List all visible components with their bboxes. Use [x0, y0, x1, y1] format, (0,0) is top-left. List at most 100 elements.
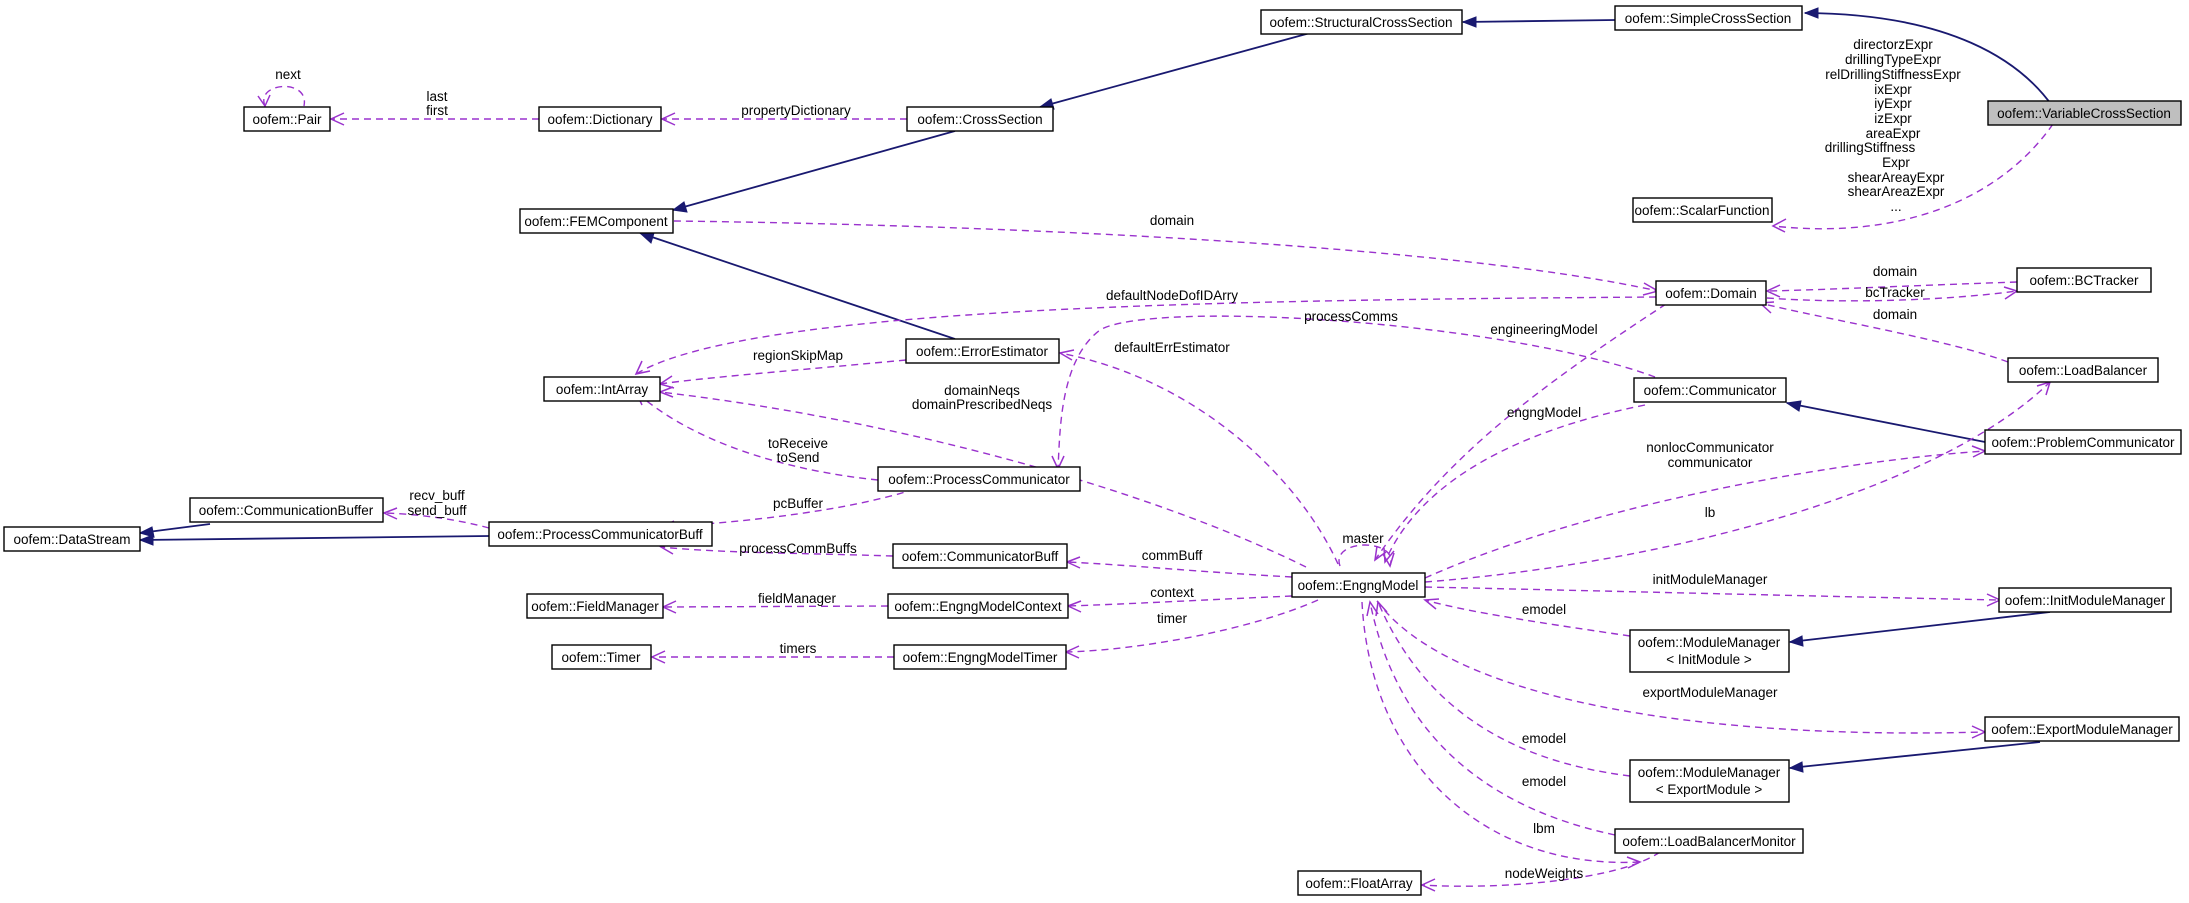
- label-comm-buff: commBuff: [1142, 548, 1203, 563]
- label-ellipsis: ...: [1890, 199, 1901, 214]
- node-process-communicator[interactable]: oofem::ProcessCommunicator: [877, 466, 1081, 492]
- edge-engng-model-to-communicator-buff: [1066, 561, 1293, 578]
- node-error-estimator[interactable]: oofem::ErrorEstimator: [905, 338, 1060, 364]
- label-pc-buffer: pcBuffer: [773, 496, 824, 511]
- arrowhead-domain-2: [1765, 284, 1781, 298]
- node-label: oofem::FEMComponent: [524, 214, 668, 229]
- edge-engng-model-to-load-balancer-monitor: [1361, 601, 1641, 864]
- label-iz-expr: izExpr: [1874, 111, 1912, 126]
- edge-variable-to-simple-cross-section: [1804, 12, 2054, 108]
- arrowhead-engng-model-1: [1374, 545, 1387, 562]
- node-label: oofem::EngngModelTimer: [903, 650, 1058, 665]
- node-communicator-buff[interactable]: oofem::CommunicatorBuff: [892, 543, 1068, 569]
- edge-simple-to-structural-cross-section: [1462, 19, 1616, 23]
- node-problem-communicator[interactable]: oofem::ProblemCommunicator: [1984, 429, 2182, 455]
- edge-load-balancer-monitor-to-float-array: [1421, 851, 1661, 887]
- edge-process-communicator-to-int-array: [635, 391, 879, 481]
- node-cross-section[interactable]: oofem::CrossSection: [906, 106, 1054, 132]
- node-pair[interactable]: oofem::Pair: [243, 106, 331, 132]
- node-float-array[interactable]: oofem::FloatArray: [1297, 870, 1422, 896]
- node-load-balancer-monitor[interactable]: oofem::LoadBalancerMonitor: [1614, 828, 1804, 854]
- node-int-array[interactable]: oofem::IntArray: [543, 376, 661, 402]
- node-timer[interactable]: oofem::Timer: [551, 644, 652, 670]
- edge-engng-model-to-init-module-manager: [1424, 586, 2001, 601]
- edge-cross-section-to-fem-component: [672, 130, 956, 211]
- arrowhead-module-manager-export: [1788, 761, 1804, 773]
- node-label: oofem::ProblemCommunicator: [1991, 435, 2175, 450]
- arrowhead-int-array-1: [634, 360, 651, 376]
- edge-bc-tracker-to-domain: [1766, 281, 2018, 292]
- arrowhead-pair: [329, 112, 345, 126]
- node-load-balancer[interactable]: oofem::LoadBalancer: [2007, 357, 2159, 383]
- node-structural-cross-section[interactable]: oofem::StructuralCrossSection: [1260, 9, 1463, 35]
- node-fem-component[interactable]: oofem::FEMComponent: [519, 208, 674, 234]
- node-engng-model-context[interactable]: oofem::EngngModelContext: [887, 593, 1069, 619]
- arrowhead-dictionary: [660, 112, 676, 126]
- node-variable-cross-section[interactable]: oofem::VariableCrossSection: [1987, 100, 2182, 126]
- edge-export-module-manager-to-module-manager: [1789, 741, 2041, 769]
- edge-domain-to-int-array: [635, 296, 1657, 375]
- arrowhead-pair-next: [257, 94, 271, 108]
- node-export-module-manager[interactable]: oofem::ExportModuleManager: [1984, 716, 2180, 742]
- node-label: oofem::StructuralCrossSection: [1269, 15, 1452, 30]
- node-label: oofem::CommunicationBuffer: [199, 503, 374, 518]
- label-property-dictionary: propertyDictionary: [741, 103, 851, 118]
- node-dictionary[interactable]: oofem::Dictionary: [538, 106, 662, 132]
- label-ix-expr: ixExpr: [1874, 82, 1912, 97]
- arrowhead-error-estimator: [1057, 349, 1075, 361]
- arrowhead-engng-model-master: [1382, 552, 1395, 568]
- label-iy-expr: iyExpr: [1874, 96, 1912, 111]
- node-label: oofem::FieldManager: [531, 599, 659, 614]
- node-init-module-manager[interactable]: oofem::InitModuleManager: [1998, 587, 2172, 613]
- label-drilling-type-expr: drillingTypeExpr: [1845, 52, 1942, 67]
- node-communicator[interactable]: oofem::Communicator: [1633, 377, 1787, 403]
- label-region-skip-map: regionSkipMap: [753, 348, 843, 363]
- label-timer: timer: [1157, 611, 1188, 626]
- edge-process-communicator-buff-to-data-stream: [139, 535, 490, 541]
- node-communication-buffer[interactable]: oofem::CommunicationBuffer: [189, 497, 384, 523]
- node-bc-tracker[interactable]: oofem::BCTracker: [2016, 267, 2152, 293]
- node-engng-model[interactable]: oofem::EngngModel: [1291, 572, 1426, 598]
- node-label: oofem::ErrorEstimator: [916, 344, 1049, 359]
- label-engineering-model: engineeringModel: [1490, 322, 1597, 337]
- node-module-manager-export[interactable]: oofem::ModuleManager < ExportModule >: [1629, 759, 1790, 803]
- edge-vcs-to-scalar-function: [1772, 123, 2054, 230]
- node-field-manager[interactable]: oofem::FieldManager: [526, 593, 664, 619]
- arrowhead-data-stream-2: [138, 534, 154, 546]
- node-data-stream[interactable]: oofem::DataStream: [3, 526, 141, 552]
- label-domain-fem: domain: [1150, 213, 1194, 228]
- node-module-manager-init[interactable]: oofem::ModuleManager < InitModule >: [1629, 629, 1790, 673]
- arrowhead-simple-cross-section: [1803, 7, 1819, 19]
- label-default-err-estimator: defaultErrEstimator: [1114, 340, 1230, 355]
- edge-engng-model-to-engng-model-timer: [1065, 599, 1319, 653]
- label-domain-bct: domain: [1873, 264, 1917, 279]
- label-domain-lb: domain: [1873, 307, 1917, 322]
- node-label: oofem::CommunicatorBuff: [902, 549, 1059, 564]
- node-simple-cross-section[interactable]: oofem::SimpleCrossSection: [1614, 5, 1803, 31]
- node-scalar-function[interactable]: oofem::ScalarFunction: [1632, 197, 1773, 223]
- label-drilling-stiffness-expr-cont: Expr: [1882, 155, 1910, 170]
- label-default-node-dof: defaultNodeDofIDArry: [1106, 288, 1238, 303]
- edge-communicator-to-engng-model: [1384, 404, 1646, 563]
- label-node-weights: nodeWeights: [1505, 866, 1584, 881]
- node-label: oofem::BCTracker: [2029, 273, 2139, 288]
- arrowhead-structural-cross-section: [1461, 16, 1477, 28]
- label-communicator: communicator: [1668, 455, 1753, 470]
- node-label: oofem::EngngModelContext: [894, 599, 1062, 614]
- edge-engng-model-context-to-field-manager: [662, 605, 889, 608]
- node-label: oofem::SimpleCrossSection: [1625, 11, 1792, 26]
- arrowhead-communication-buffer: [382, 507, 398, 520]
- node-label: oofem::EngngModel: [1298, 578, 1419, 593]
- node-process-communicator-buff[interactable]: oofem::ProcessCommunicatorBuff: [488, 521, 713, 547]
- node-engng-model-timer[interactable]: oofem::EngngModelTimer: [893, 644, 1067, 670]
- arrowhead-fem-component-2: [638, 232, 655, 244]
- node-label: oofem::ProcessCommunicator: [888, 472, 1070, 487]
- edge-engng-model-to-int-array: [659, 391, 1307, 568]
- label-field-manager: fieldManager: [758, 591, 837, 606]
- node-label-line1: oofem::ModuleManager: [1638, 765, 1781, 780]
- label-process-comms: processComms: [1304, 309, 1398, 324]
- edge-engng-model-to-export-module-manager: [1376, 600, 1986, 734]
- arrowhead-communicator: [1785, 400, 1802, 412]
- node-domain[interactable]: oofem::Domain: [1655, 280, 1767, 306]
- node-label: oofem::VariableCrossSection: [1997, 106, 2171, 121]
